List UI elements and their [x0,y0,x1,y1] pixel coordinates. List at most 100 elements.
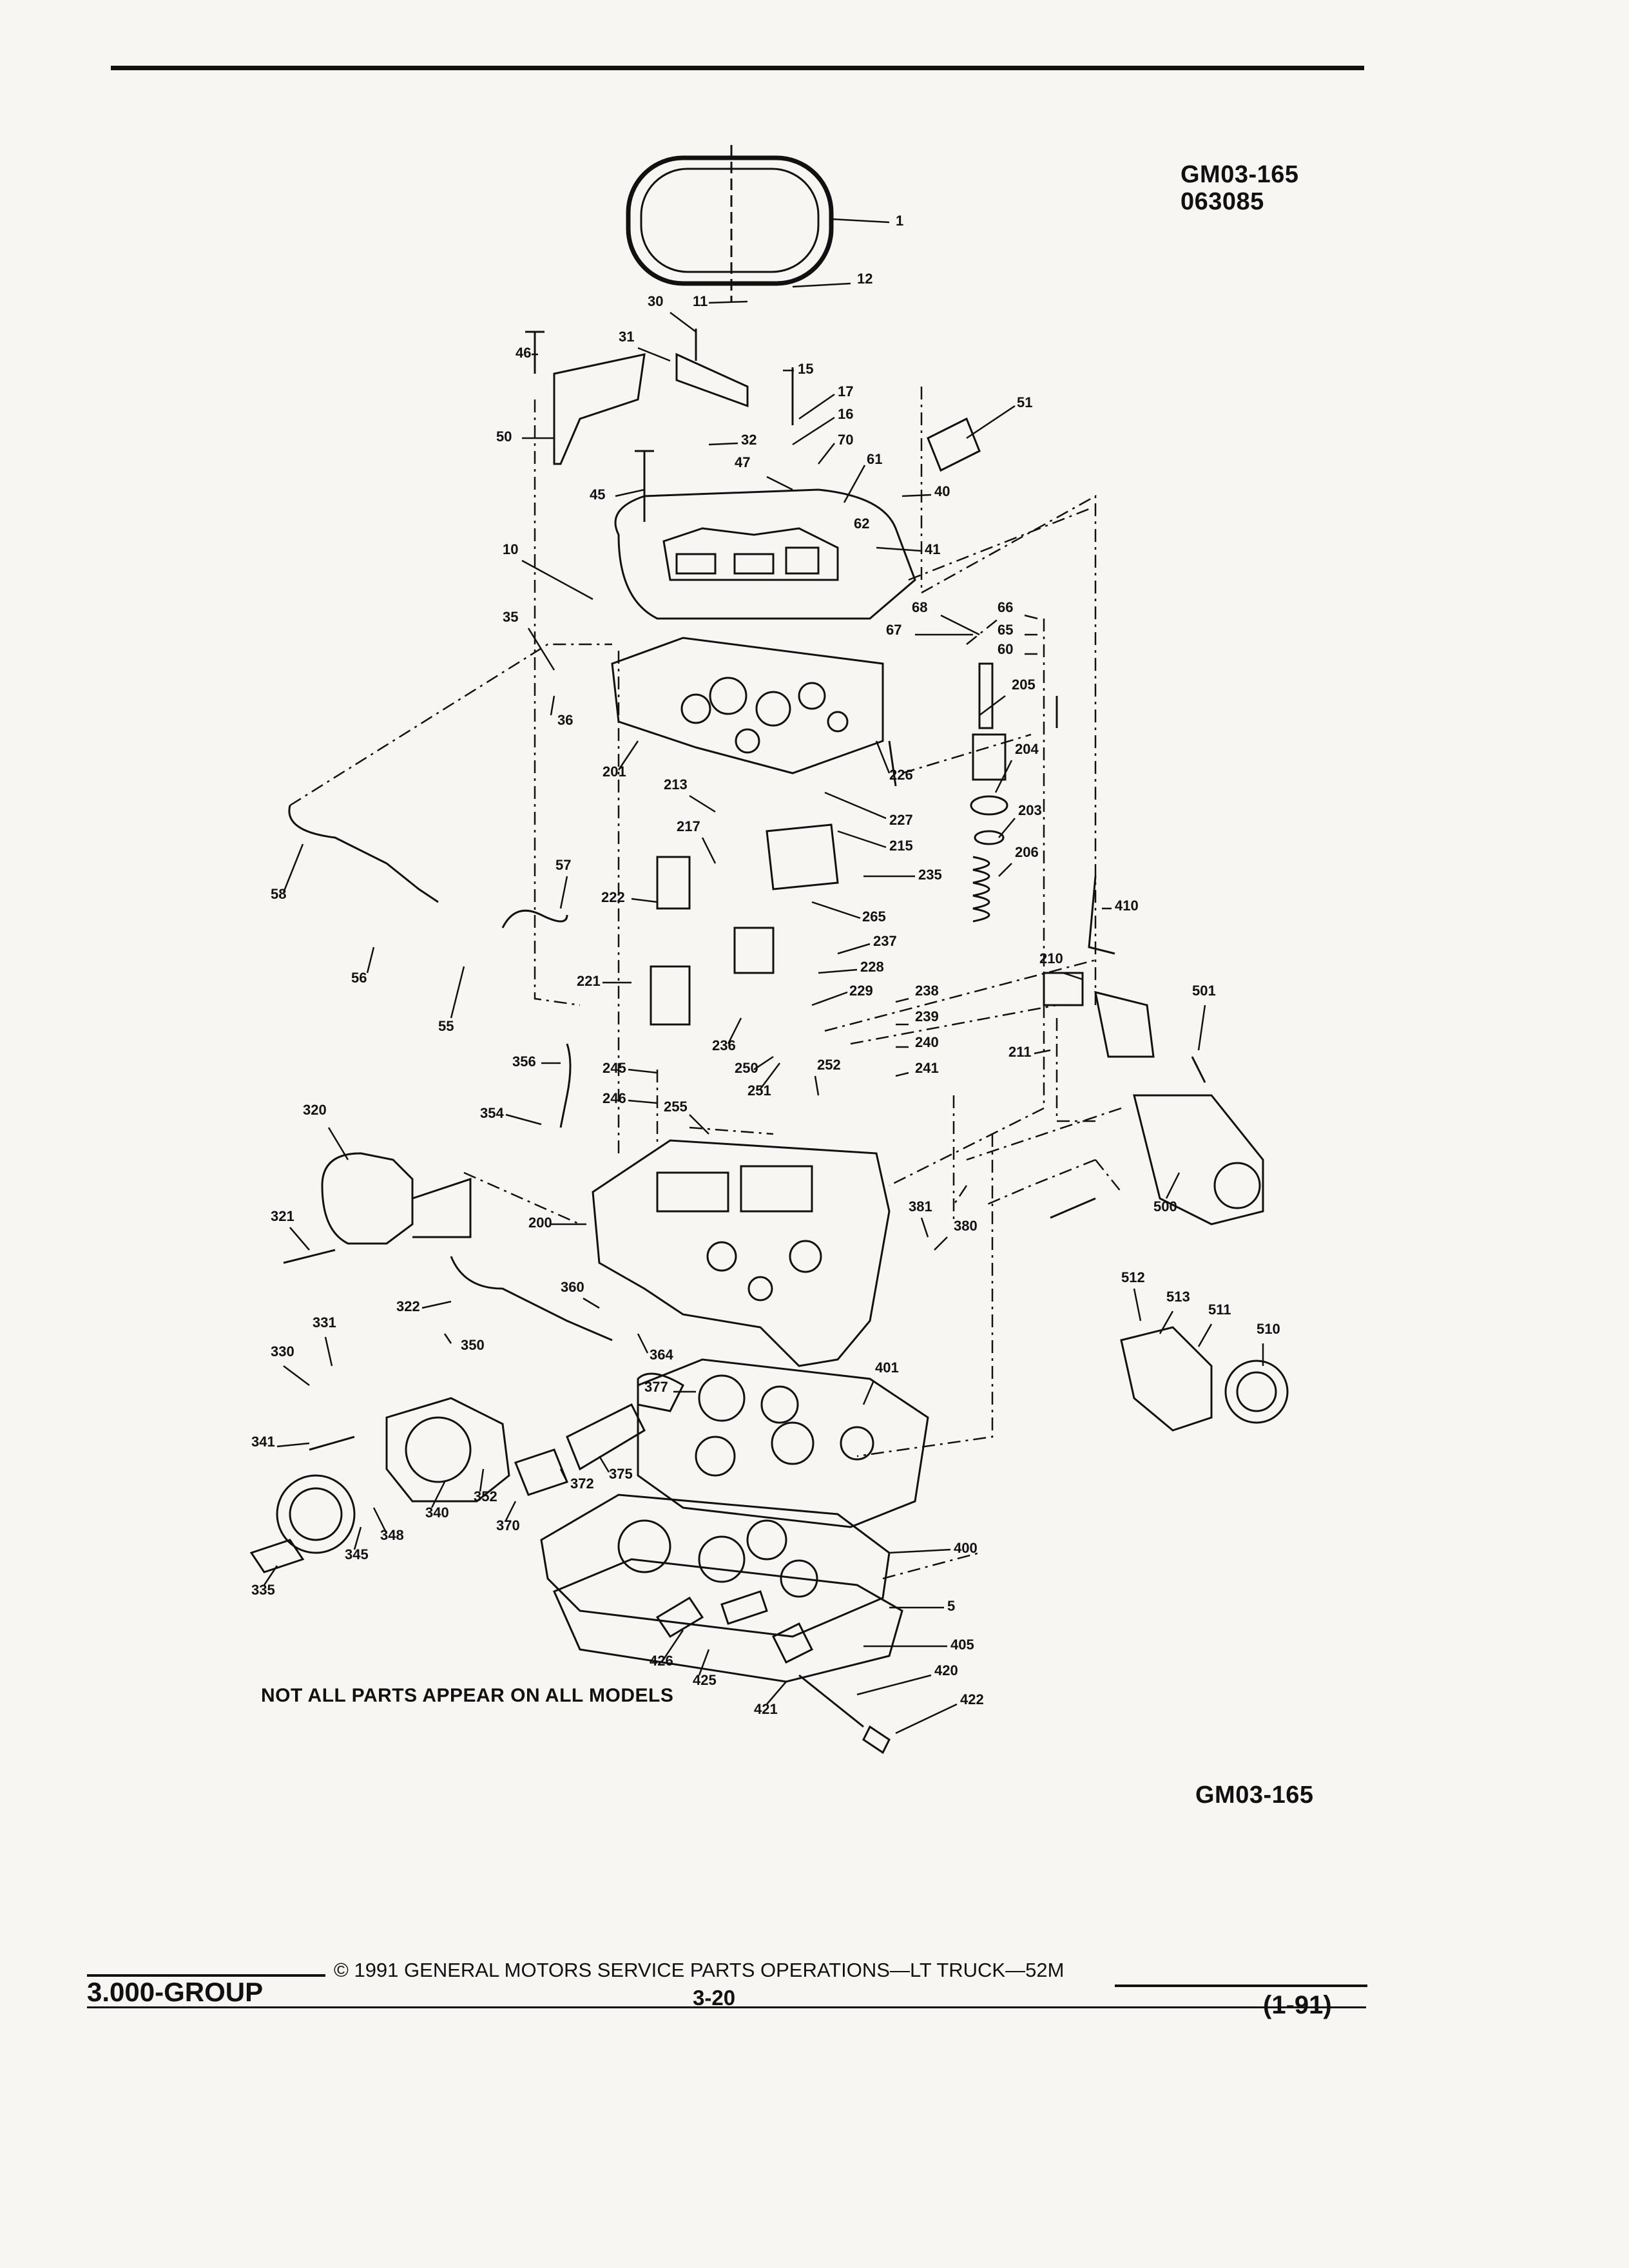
part-callout: 380 [954,1218,978,1234]
part-callout: 340 [425,1504,449,1521]
part-callout: 245 [602,1060,626,1076]
callout-leader [934,1236,948,1251]
callout-leader [920,1217,929,1238]
callout-leader [856,1674,932,1696]
callout-leader [792,282,851,288]
part-callout: 354 [480,1105,504,1121]
callout-leader [637,1333,649,1354]
callout-leader [550,695,555,716]
callout-leader [998,818,1016,838]
callout-leader [727,1017,742,1044]
throttle-body-gasket [637,1358,929,1528]
callout-leader [505,1501,517,1521]
callout-leader [430,1481,446,1508]
part-callout: 255 [664,1099,688,1115]
callout-leader [837,830,887,849]
callout-leader [1165,1172,1181,1199]
part-callout: 350 [461,1337,485,1353]
idle-solenoid [1133,1094,1264,1225]
part-callout: 65 [998,622,1013,638]
part-callout: 513 [1166,1289,1190,1305]
part-callout: 229 [849,983,873,999]
part-callout: 200 [528,1215,552,1231]
part-callout: 372 [570,1475,594,1492]
callout-leader [670,312,697,332]
callout-leader [837,943,871,955]
callout-leader [1159,1311,1174,1334]
part-callout: 341 [251,1434,275,1450]
callout-leader [276,1442,310,1448]
part-callout: 420 [934,1662,958,1678]
part-callout: 265 [862,908,886,925]
callout-leader [818,968,858,974]
callout-leader [876,546,922,552]
part-callout: 238 [915,983,939,999]
callout-leader [366,947,375,974]
callout-leader [583,1297,600,1309]
part-callout: 68 [912,599,927,615]
copyright: © 1991 GENERAL MOTORS SERVICE PARTS OPER… [334,1959,1065,1981]
choke-cover [276,1474,356,1554]
callout-leader [708,300,748,304]
callout-leader [966,405,1016,439]
part-callout: 360 [561,1279,584,1295]
part-callout: 322 [396,1298,420,1314]
callout-leader [701,837,717,864]
callout-leader [862,1381,874,1405]
part-callout: 213 [664,776,688,793]
part-callout: 221 [577,973,601,989]
part-callout: 206 [1015,844,1039,860]
callout-leader [1197,1323,1213,1347]
callout-leader [814,1075,820,1096]
part-callout: 30 [648,293,663,309]
top-rule [111,66,1364,70]
air-horn-gasket [611,637,884,774]
part-callout: 410 [1115,898,1139,914]
figure-id-bottom: GM03-165 [1195,1782,1314,1809]
part-callout: 222 [601,889,625,905]
part-callout: 510 [1257,1321,1280,1337]
part-callout: 400 [954,1540,978,1556]
callout-leader [443,1333,452,1344]
callout-leader [1063,972,1083,981]
part-callout: 364 [650,1347,673,1363]
throttle-body [540,1494,891,1638]
callout-leader [901,494,932,497]
part-callout: 204 [1015,741,1039,757]
float-bowl [592,1139,891,1367]
callout-leader [895,997,909,1003]
part-callout: 211 [1008,1044,1032,1060]
part-callout: 330 [271,1343,294,1360]
figure-id-header: GM03-165 063085 [1181,161,1299,215]
part-callout: 381 [909,1198,932,1215]
part-callout: 47 [735,454,750,470]
part-callout: 41 [925,541,940,557]
part-callout: 11 [693,293,708,309]
part-callout: 236 [712,1037,736,1053]
callout-leader [994,760,1013,793]
callout-leader [559,876,568,909]
part-callout: 5 [947,1598,955,1614]
part-callout: 425 [693,1672,717,1688]
callout-leader [283,1365,310,1386]
part-callout: 46 [516,345,531,361]
callout-leader [689,794,716,813]
part-callout: 348 [380,1527,404,1543]
part-callout: 67 [886,622,901,638]
callout-leader [353,1526,362,1550]
callout-leader [766,1681,787,1705]
part-callout: 251 [747,1082,771,1099]
part-callout: 345 [345,1546,369,1562]
callout-leader [708,442,738,446]
part-callout: 60 [998,641,1013,657]
callout-leader [327,1127,349,1160]
callout-leader [811,991,848,1006]
callout-leader [766,476,793,491]
part-callout: 426 [650,1653,673,1669]
part-callout: 226 [889,767,913,783]
part-callout: 56 [351,970,367,986]
part-callout: 1 [896,213,903,229]
callout-leader [895,1072,909,1077]
